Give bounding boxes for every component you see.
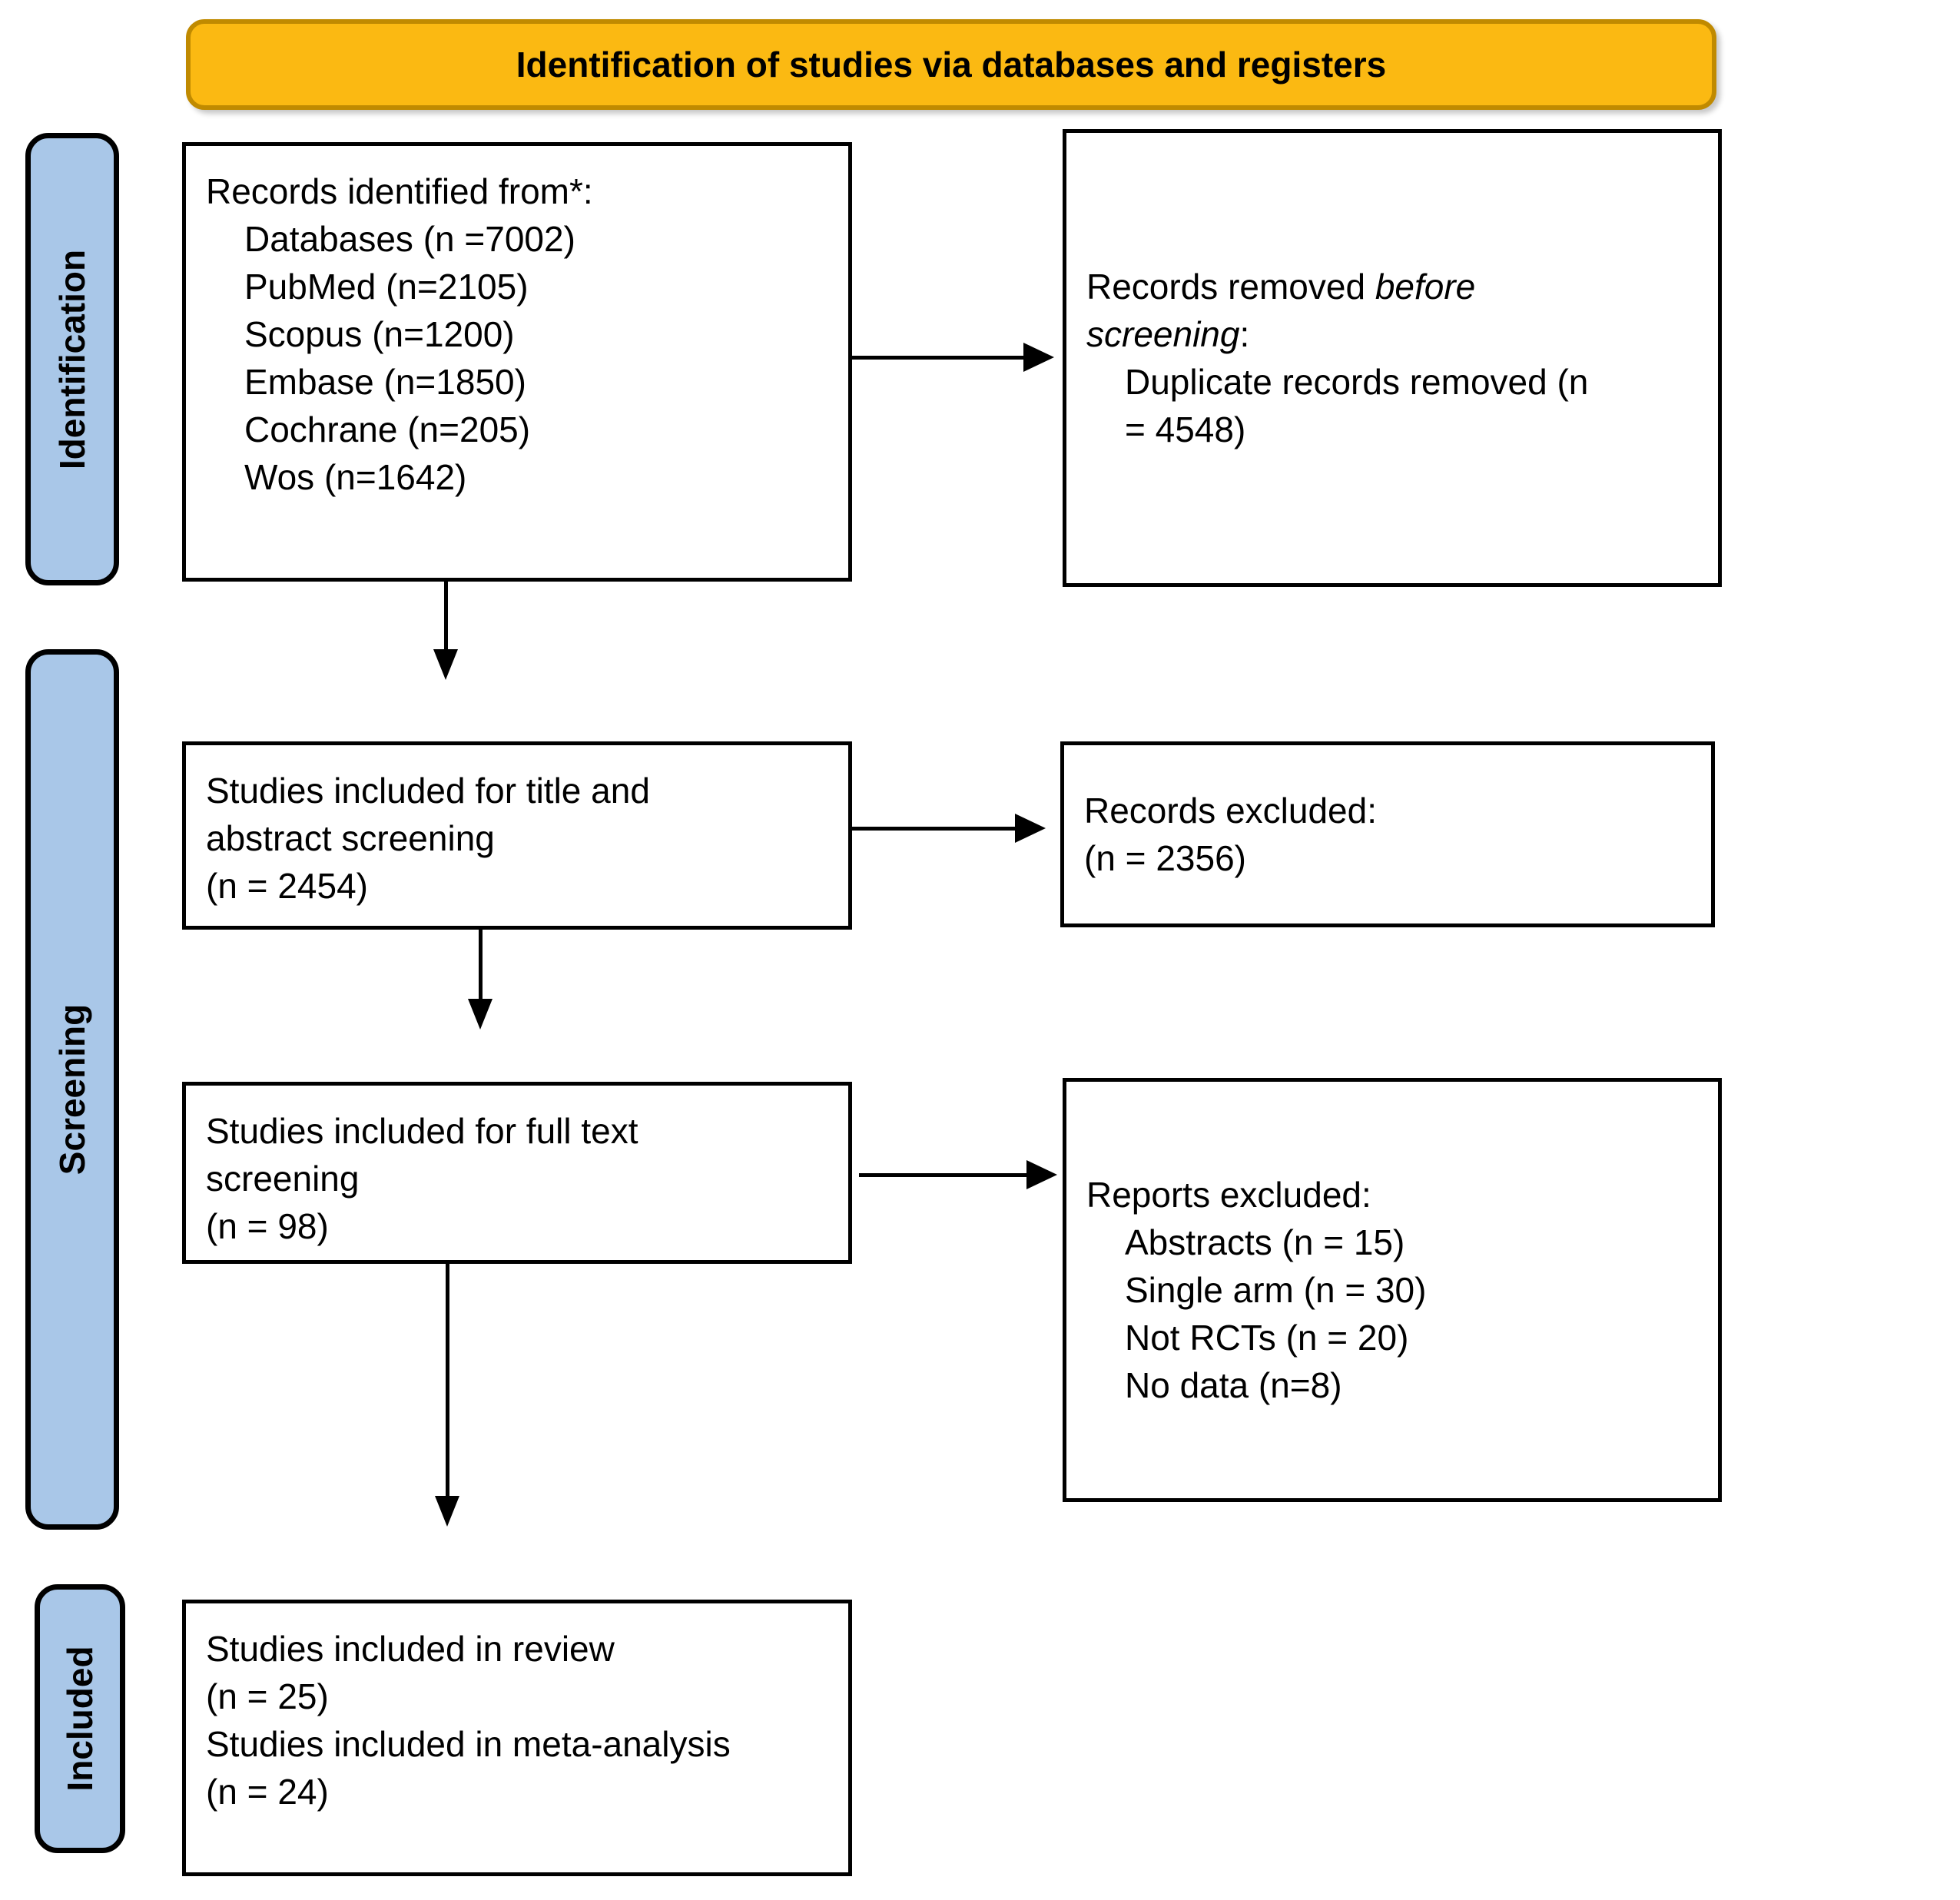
box-text-line: screening <box>206 1159 360 1199</box>
box-text-line: (n = 24) <box>206 1772 329 1812</box>
duplicate-records-item: Duplicate records removed (n <box>1125 362 1589 402</box>
title-abstract-screening-box: Studies included for title and abstract … <box>182 741 852 930</box>
exclusion-reason-item: Single arm (n = 30) <box>1125 1270 1427 1310</box>
records-removed-text: : <box>1239 314 1250 354</box>
full-text-screening-content: Studies included for full text screening… <box>186 1086 848 1250</box>
arrowhead-down-icon <box>468 999 492 1030</box>
records-excluded-box: Records excluded: (n = 2356) <box>1060 741 1715 927</box>
records-identified-box: Records identified from*: Databases (n =… <box>182 142 852 582</box>
phase-bar-screening: Screening <box>25 649 119 1530</box>
box-text-line: (n = 25) <box>206 1676 329 1716</box>
reports-excluded-box: Reports excluded: Abstracts (n = 15) Sin… <box>1063 1078 1722 1502</box>
diagram-title-banner: Identification of studies via databases … <box>186 19 1716 110</box>
database-count-item: Embase (n=1850) <box>244 362 526 402</box>
box-text-line: (n = 2454) <box>206 866 368 906</box>
phase-bar-identification: Identification <box>25 133 119 585</box>
phase-label-screening: Screening <box>52 1003 92 1175</box>
database-count-item: Scopus (n=1200) <box>244 314 515 354</box>
box-text-line: abstract screening <box>206 818 495 858</box>
studies-included-box: Studies included in review (n = 25) Stud… <box>182 1600 852 1876</box>
arrow-identified-to-removed <box>851 356 1023 360</box>
exclusion-reason-item: Not RCTs (n = 20) <box>1125 1318 1409 1358</box>
arrowhead-right-icon <box>1026 1160 1057 1189</box>
arrow-full-text-to-reports-excluded <box>859 1173 1028 1177</box>
reports-excluded-title: Reports excluded: <box>1086 1175 1371 1215</box>
exclusion-reason-item: Abstracts (n = 15) <box>1125 1222 1405 1262</box>
arrow-title-abstract-to-excluded <box>851 827 1016 831</box>
studies-included-content: Studies included in review (n = 25) Stud… <box>186 1603 848 1815</box>
phase-label-identification: Identification <box>52 249 92 469</box>
records-removed-italic: before <box>1375 267 1476 307</box>
phase-label-included: Included <box>60 1646 100 1792</box>
title-abstract-screening-content: Studies included for title and abstract … <box>186 745 848 910</box>
records-removed-title-line2: screening: <box>1066 310 1718 358</box>
arrow-title-abstract-to-full-text <box>479 927 483 999</box>
database-count-item: Wos (n=1642) <box>244 457 467 497</box>
arrowhead-down-icon <box>433 649 458 680</box>
records-identified-title: Records identified from*: <box>206 171 593 211</box>
box-text-line: Studies included for title and <box>206 771 650 811</box>
box-text-line: (n = 2356) <box>1084 838 1246 878</box>
records-removed-text: Records removed <box>1086 267 1375 307</box>
database-count-item: Cochrane (n=205) <box>244 410 531 449</box>
records-identified-content: Records identified from*: Databases (n =… <box>186 146 848 501</box>
box-text-line: Records excluded: <box>1084 791 1377 831</box>
box-text-line: (n = 98) <box>206 1206 329 1246</box>
arrowhead-right-icon <box>1023 343 1054 372</box>
records-removed-title-line1: Records removed before <box>1066 263 1718 310</box>
exclusion-reason-item: No data (n=8) <box>1125 1365 1342 1405</box>
box-text-line: Studies included in meta-analysis <box>206 1724 731 1764</box>
arrow-full-text-to-included <box>446 1261 449 1496</box>
records-removed-italic: screening <box>1086 314 1240 354</box>
database-count-item: PubMed (n=2105) <box>244 267 529 307</box>
records-removed-box: Records removed before screening: Duplic… <box>1063 129 1722 587</box>
duplicate-records-item: = 4548) <box>1125 410 1246 449</box>
arrow-identified-to-title-abstract <box>444 579 448 649</box>
full-text-screening-box: Studies included for full text screening… <box>182 1082 852 1264</box>
database-count-item: Databases (n =7002) <box>244 219 575 259</box>
box-text-line: Studies included in review <box>206 1629 615 1669</box>
arrowhead-down-icon <box>435 1496 459 1527</box>
box-text-line: Studies included for full text <box>206 1111 638 1151</box>
arrowhead-right-icon <box>1015 814 1046 843</box>
phase-bar-included: Included <box>35 1584 125 1853</box>
